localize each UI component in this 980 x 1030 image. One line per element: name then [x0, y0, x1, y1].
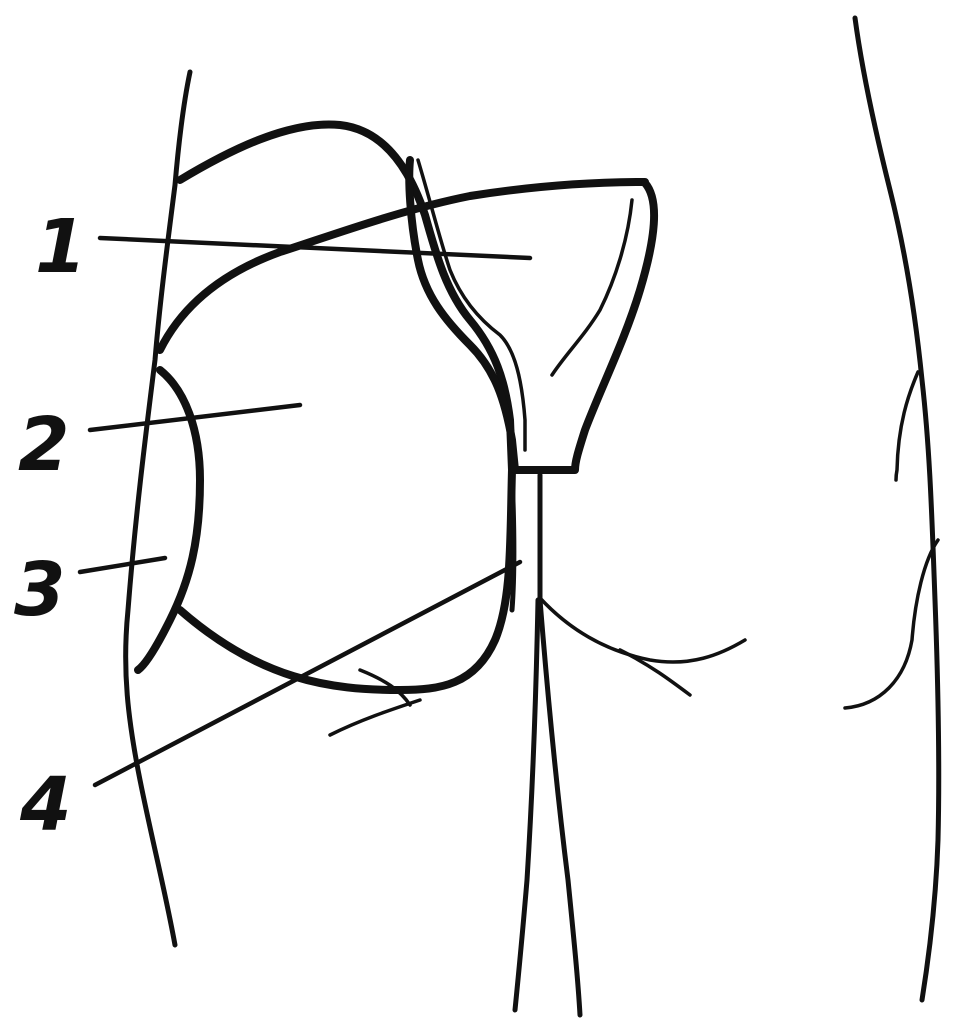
label-2: 2: [18, 402, 70, 488]
label-4: 4: [19, 762, 72, 848]
structure-4-left-edge: [512, 475, 514, 610]
leader-line-4: [95, 562, 520, 785]
right-contour-detail-upper: [896, 372, 918, 480]
leader-line-3: [80, 558, 165, 572]
label-1: 1: [35, 204, 87, 290]
left-body-contour: [126, 72, 190, 945]
right-body-contour: [855, 18, 939, 1000]
right-fold-line: [540, 598, 745, 662]
label-3: 3: [14, 547, 66, 633]
right-contour-detail-lower: [845, 540, 938, 708]
upper-diagonal-band: [160, 182, 645, 350]
region-1-outline: [409, 160, 654, 470]
left-leg-line: [515, 600, 538, 1010]
lower-fold-line-b: [330, 700, 420, 735]
right-leg-line: [540, 600, 580, 1015]
right-fold-line-b: [620, 650, 690, 695]
region-2-outline: [180, 124, 512, 690]
